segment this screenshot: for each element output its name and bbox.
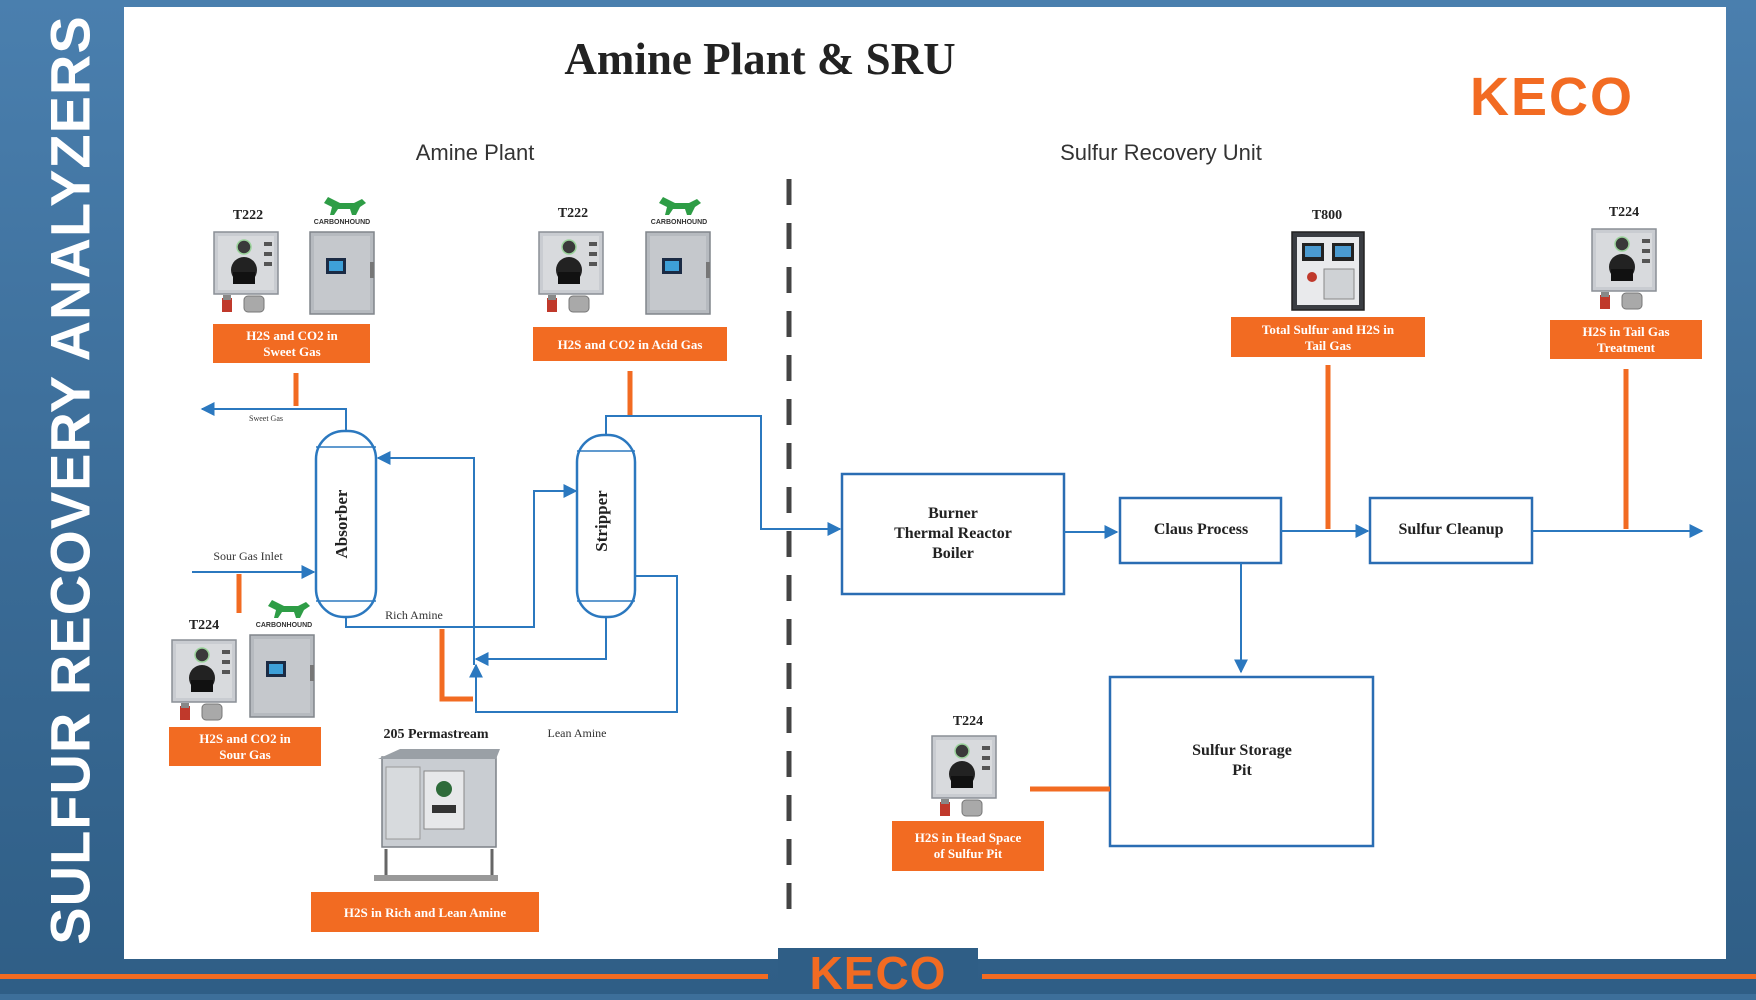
analyzer-image-t224-pit	[931, 735, 997, 817]
cleanup-label: Sulfur Cleanup	[1398, 521, 1503, 538]
analyzer-image-t222-a	[213, 231, 279, 313]
label-box-t800	[1231, 317, 1425, 357]
permastream-image	[374, 749, 500, 881]
slide-title: Amine Plant & SRU	[564, 34, 955, 84]
claus-label: Claus Process	[1154, 521, 1248, 538]
analyzer-model-t224-pit: T224	[953, 714, 983, 729]
label-box-t224-tail	[1550, 320, 1702, 359]
label-box-permastream	[311, 892, 539, 932]
analyzer-model-t222-b: T222	[558, 206, 588, 221]
flow-label-sour-gas-inlet: Sour Gas Inlet	[213, 549, 283, 563]
analyzer-model-t222-a: T222	[233, 208, 263, 223]
section-title-sru: Sulfur Recovery Unit	[1060, 140, 1262, 165]
analyzer-image-t224-sour	[171, 639, 237, 721]
brand-label-b: CARBONHOUND	[651, 219, 707, 226]
absorber-label: Absorber	[332, 489, 351, 558]
footer-logo: KECO	[778, 947, 978, 999]
label-box-t222-b	[533, 327, 727, 361]
analyzer-image-t222-b	[538, 231, 604, 313]
analyzer-model-t224-sour: T224	[189, 618, 219, 633]
process-diagram: Amine Plant & SRU KECO Amine Plant Sulfu…	[169, 34, 1704, 932]
hound-icon-a	[324, 197, 366, 215]
bottom-bar	[0, 962, 1756, 994]
flow-label-rich-amine: Rich Amine	[385, 608, 443, 622]
stripper-label: Stripper	[592, 490, 611, 552]
flow-lean-amine	[469, 575, 678, 713]
footer-logo-text: KECO	[809, 947, 947, 999]
burner-thermal-reactor-boiler-box	[840, 472, 1066, 596]
brand-label-a: CARBONHOUND	[314, 219, 370, 226]
label-box-t224-pit	[892, 821, 1044, 871]
slide: Amine Plant & SRU KECO Amine Plant Sulfu…	[124, 7, 1726, 959]
hound-icon-b	[659, 197, 701, 215]
flow-sweet-gas	[200, 402, 347, 434]
section-title-amine: Amine Plant	[416, 140, 535, 165]
flow-lean-to-absorber	[376, 451, 475, 665]
cabinet-image-a	[309, 231, 375, 315]
claus-process-box	[1118, 496, 1283, 565]
hound-icon-c	[268, 600, 310, 618]
bottom-bar-left	[0, 974, 768, 979]
flow-rich-amine	[345, 484, 578, 628]
analyzer-image-t224-tail	[1591, 228, 1657, 310]
analyzer-model-permastream: 205 Permastream	[383, 727, 488, 742]
side-title: SULFUR RECOVERY ANALYZERS	[10, 0, 130, 960]
label-box-t224-sour	[169, 727, 321, 766]
cabinet-image-c	[249, 634, 315, 718]
keco-logo: KECO	[1470, 67, 1634, 127]
analyzer-model-t224-tail: T224	[1609, 205, 1639, 220]
sulfur-storage-pit-box	[1108, 675, 1375, 848]
cabinet-image-b	[645, 231, 711, 315]
label-box-t222-a	[213, 324, 370, 363]
flow-stripper-bottom	[474, 617, 607, 666]
brand-label-c: CARBONHOUND	[256, 622, 312, 629]
bottom-bar-right	[982, 974, 1756, 979]
label-permastream: H2S in Rich and Lean Amine	[344, 905, 506, 920]
flow-label-sweet-gas: Sweet Gas	[249, 414, 283, 423]
sample-line-permastream	[439, 629, 473, 702]
side-title-text: SULFUR RECOVERY ANALYZERS	[38, 15, 102, 945]
analyzer-image-t800	[1291, 231, 1365, 311]
flow-acid-gas	[605, 415, 842, 536]
flow-label-lean-amine: Lean Amine	[548, 726, 607, 740]
label-t222-b: H2S and CO2 in Acid Gas	[558, 337, 703, 352]
analyzer-model-t800: T800	[1312, 208, 1342, 223]
